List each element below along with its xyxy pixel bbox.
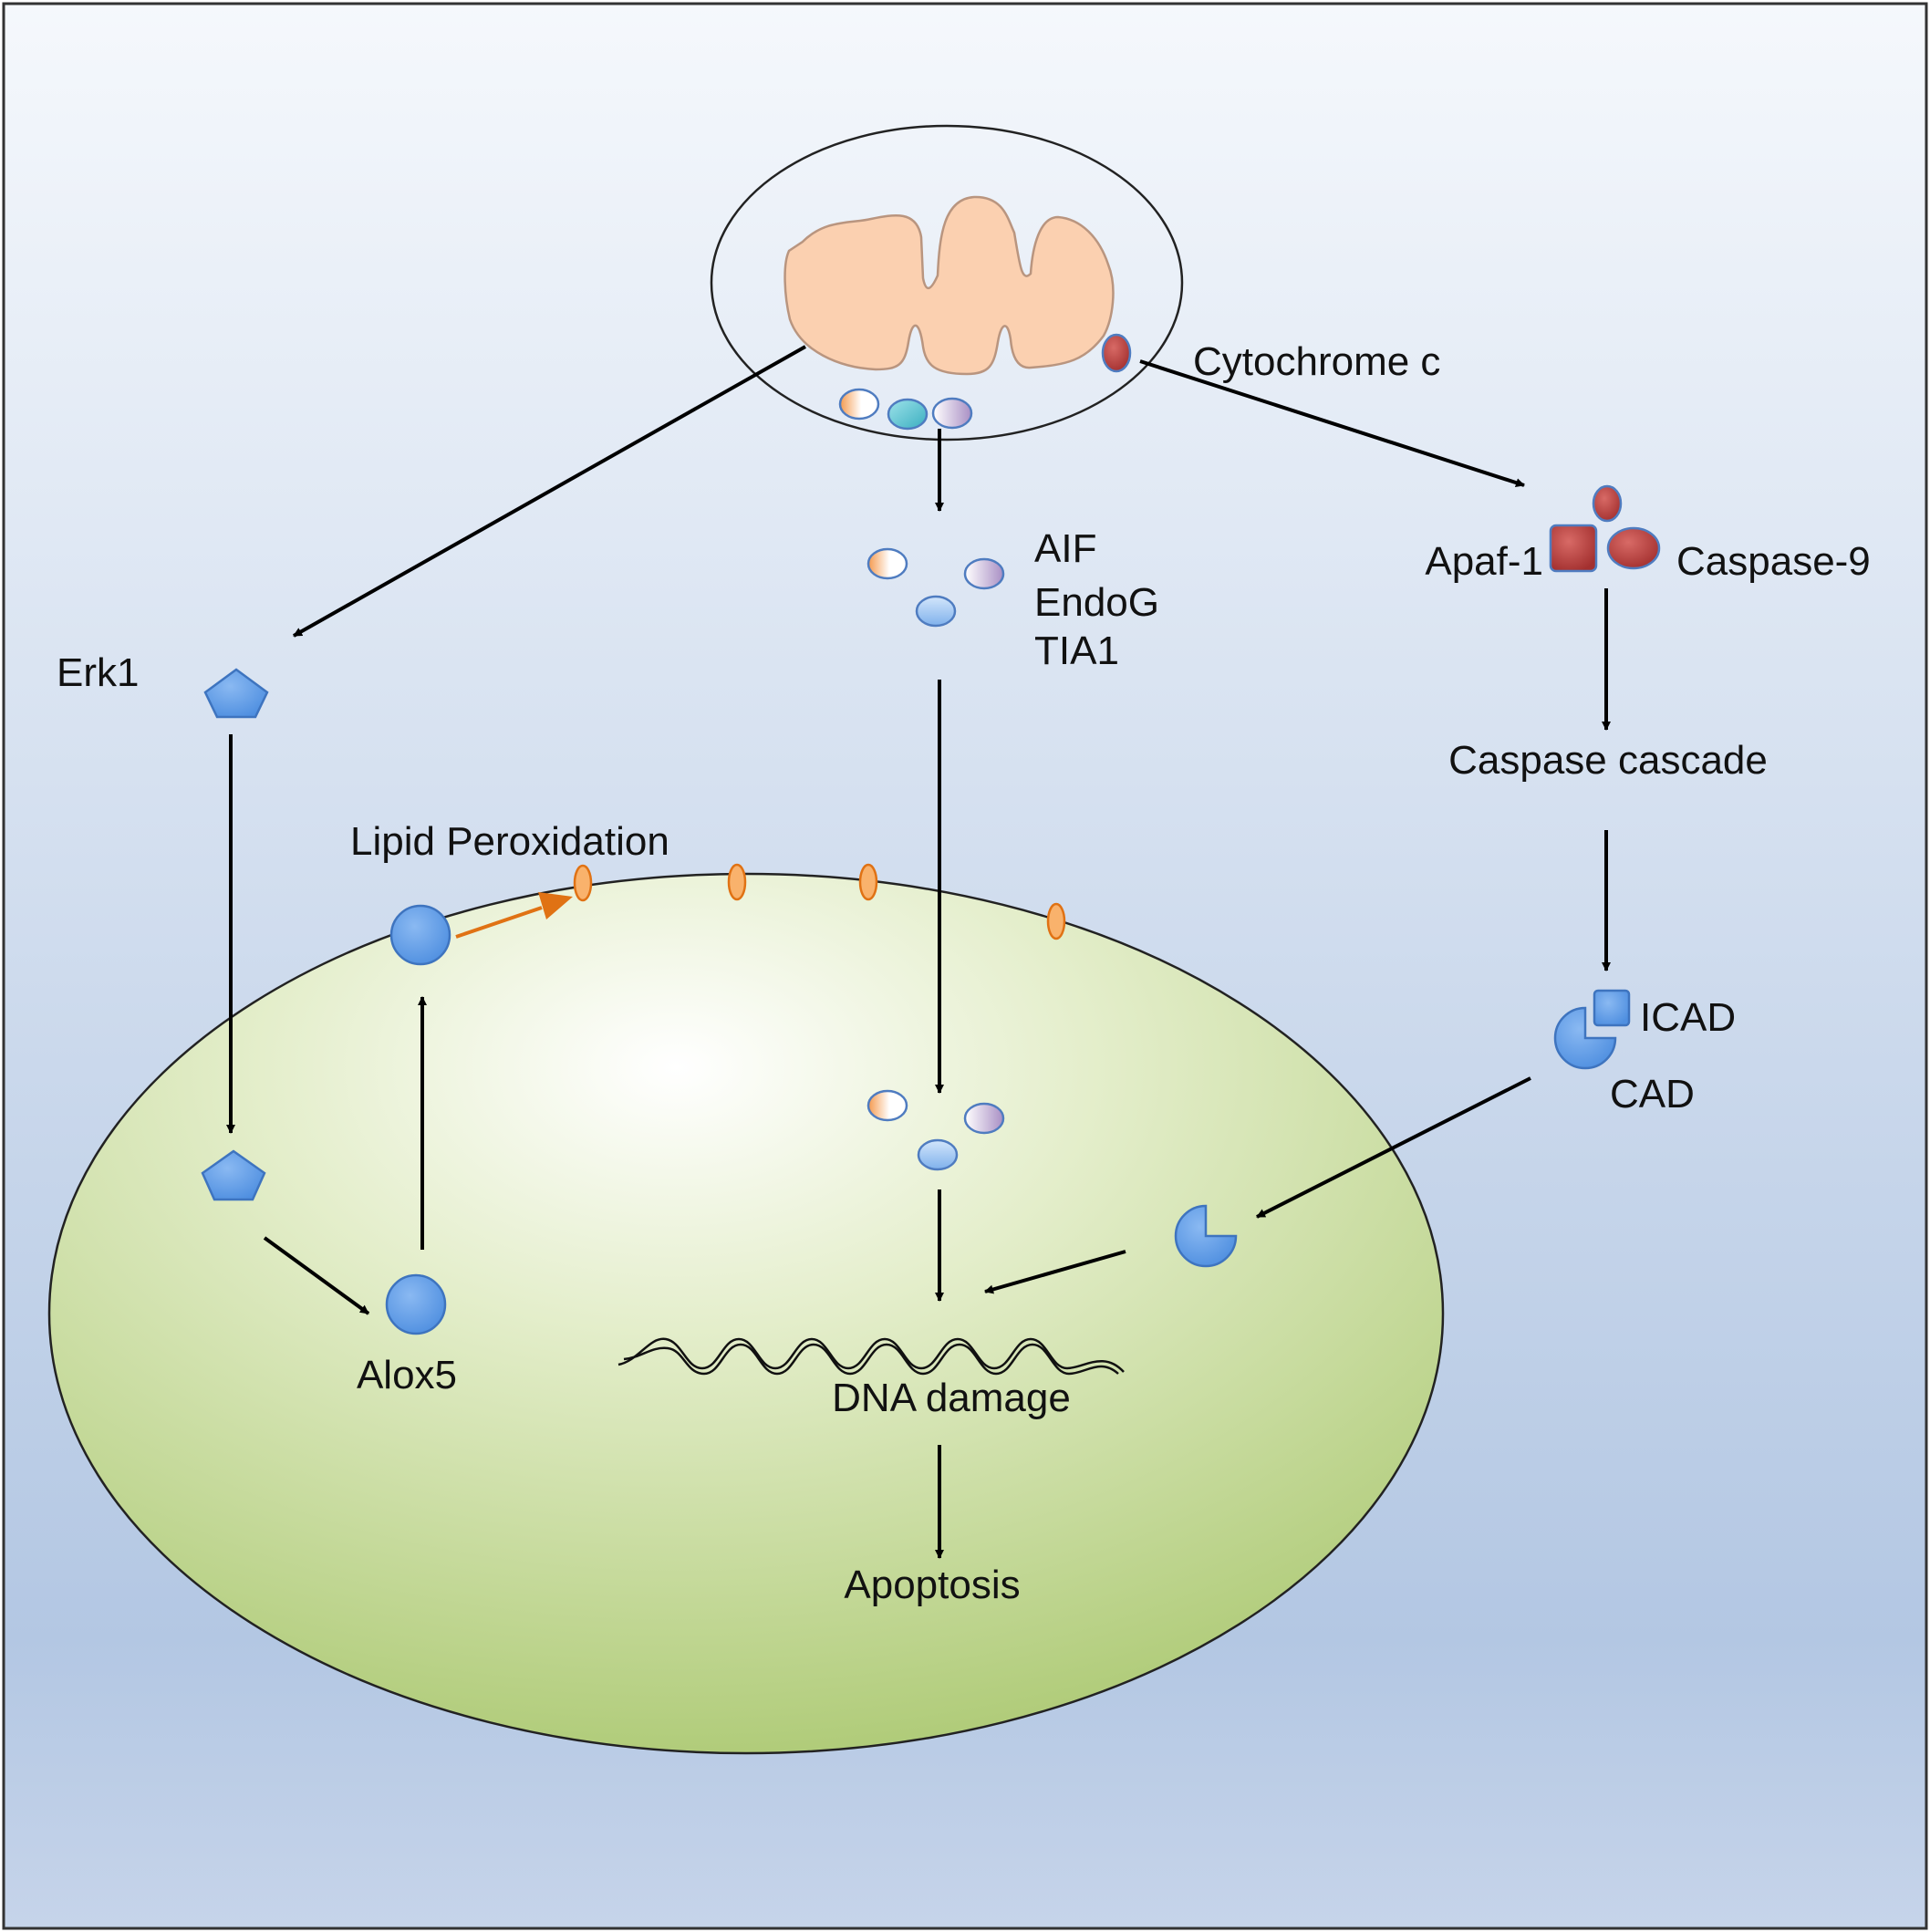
label-endog: EndoG (1034, 580, 1159, 625)
alox5-circle-icon (385, 1273, 447, 1335)
tia1-mito-icon (931, 397, 973, 430)
label-cytochrome-c: Cytochrome c (1193, 339, 1440, 384)
label-alox5: Alox5 (357, 1353, 457, 1397)
label-caspase-9: Caspase-9 (1676, 539, 1871, 584)
label-erk1: Erk1 (57, 650, 139, 695)
caspase9-oval-icon (1606, 526, 1661, 570)
lipid-peroxide-icon-3 (858, 863, 878, 901)
apaf1-square-icon (1549, 524, 1598, 573)
label-apaf1: Apaf-1 (1425, 539, 1543, 584)
lipid-peroxide-icon-2 (727, 863, 747, 901)
arrow-cad-to-dna (984, 1250, 1126, 1294)
alox5-membrane-circle-icon (389, 904, 451, 966)
aif-nucleus-icon (866, 1089, 908, 1122)
icad-square-icon (1593, 989, 1631, 1027)
mitochondrion-icon (783, 195, 1115, 376)
label-caspase-cascade: Caspase cascade (1448, 738, 1768, 783)
cad-pacman-icon (1553, 1006, 1617, 1070)
mitochondrion-compartment (710, 124, 1184, 441)
dna-helix-icon (617, 1337, 1125, 1376)
cytochrome-c-icon (1101, 333, 1132, 373)
nucleus (47, 872, 1445, 1755)
aif-mito-icon (838, 388, 880, 421)
endog-mito-icon (887, 398, 929, 431)
erk1-nucleus-pentagon-icon (201, 1149, 266, 1201)
erk1-cyto-pentagon-icon (203, 668, 269, 719)
arrow-mito-to-erk1 (293, 345, 806, 638)
cytochrome-c-apoptosome-icon (1592, 484, 1623, 523)
arrow-cad-to-nucleus (1256, 1076, 1531, 1219)
cad-nucleus-pacman-icon (1174, 1204, 1238, 1268)
aif-cyto-icon (866, 547, 908, 580)
label-cad: CAD (1610, 1072, 1695, 1117)
label-dna-damage: DNA damage (832, 1376, 1071, 1420)
arrow-erk1-to-alox5 (263, 1236, 370, 1315)
lipid-peroxide-icon-4 (1046, 902, 1066, 940)
label-icad: ICAD (1640, 995, 1736, 1040)
lipid-peroxide-icon-1 (573, 864, 593, 902)
endog-cyto-icon (915, 595, 957, 628)
label-apoptosis: Apoptosis (844, 1563, 1020, 1607)
label-tia1: TIA1 (1034, 628, 1119, 673)
tia1-nucleus-icon (963, 1102, 1005, 1135)
tia1-cyto-icon (963, 557, 1005, 590)
arrow-lipid-peroxidation (455, 892, 573, 939)
arrow-cytochrome-to-apoptosome (1139, 359, 1525, 487)
endog-nucleus-icon (917, 1138, 959, 1171)
label-lipid-peroxidation: Lipid Peroxidation (350, 819, 669, 864)
label-aif: AIF (1034, 526, 1096, 571)
